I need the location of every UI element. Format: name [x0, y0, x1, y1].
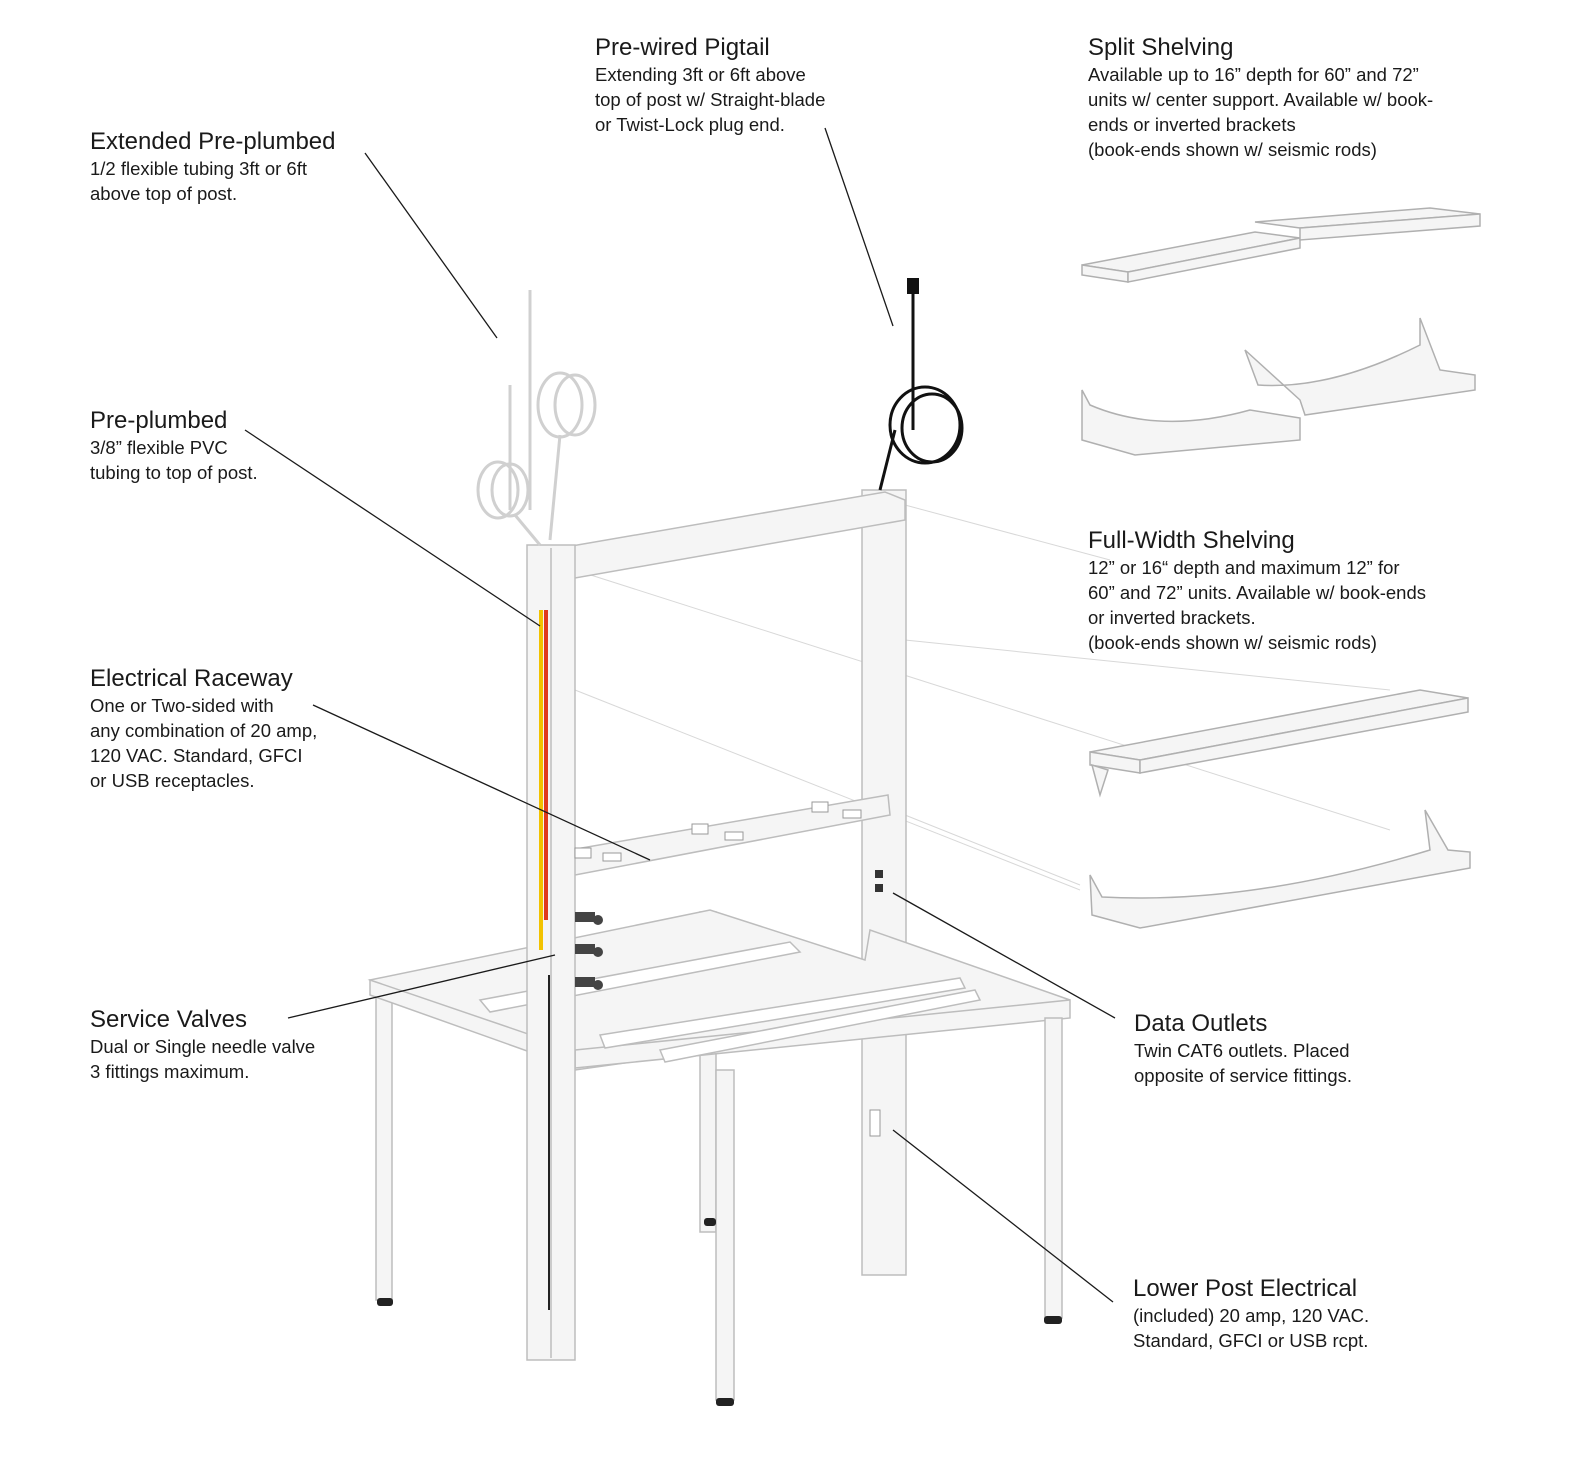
callout-full-width-shelving: Full-Width Shelving 12” or 16“ depth and… [1088, 527, 1426, 655]
callout-data-outlets: Data Outlets Twin CAT6 outlets. Placed o… [1134, 1010, 1352, 1088]
bench-frame [367, 489, 1071, 1401]
callout-split-shelving: Split Shelving Available up to 16” depth… [1088, 34, 1433, 162]
callout-prewired-pigtail: Pre-wired Pigtail Extending 3ft or 6ft a… [595, 34, 825, 137]
callout-text: 3/8” flexible PVC [90, 437, 228, 458]
callout-title: Service Valves [90, 1006, 247, 1033]
callout-title: Electrical Raceway [90, 665, 293, 692]
pigtail-plug-icon [907, 278, 919, 294]
callout-text: ends or inverted brackets [1088, 114, 1296, 135]
callout-extended-preplumbed: Extended Pre-plumbed 1/2 flexible tubing… [90, 128, 335, 206]
callout-text: 1/2 flexible tubing 3ft or 6ft [90, 158, 307, 179]
service-valves [575, 912, 603, 990]
split-shelf-bookend [1081, 317, 1476, 456]
callout-title: Data Outlets [1134, 1010, 1268, 1037]
callout-lower-post-electrical: Lower Post Electrical (included) 20 amp,… [1133, 1275, 1369, 1353]
callout-text: Dual or Single needle valve [90, 1036, 316, 1057]
leader-lines [244, 127, 1116, 1303]
callout-text: Standard, GFCI or USB rcpt. [1133, 1330, 1369, 1351]
lower-post-receptacle [869, 1109, 881, 1137]
callout-text: (book-ends shown w/ seismic rods) [1088, 139, 1377, 160]
full-width-shelf-top [1089, 689, 1469, 798]
callout-text: tubing to top of post. [90, 462, 258, 483]
shelf-guide-lines [574, 504, 1391, 891]
leg-feet [377, 1218, 1062, 1406]
full-width-shelf-bookend [1089, 809, 1471, 929]
callout-text: Available up to 16” depth for 60” and 72… [1088, 64, 1419, 85]
callout-title: Pre-plumbed [90, 407, 228, 434]
callout-text: or USB receptacles. [90, 770, 255, 791]
callout-text: or inverted brackets. [1088, 607, 1256, 628]
callout-title: Pre-wired Pigtail [595, 34, 770, 61]
callout-text: One or Two-sided with [90, 695, 274, 716]
callout-text: or Twist-Lock plug end. [595, 114, 785, 135]
callout-text: Twin CAT6 outlets. Placed [1134, 1040, 1350, 1061]
callout-text: 3 fittings maximum. [90, 1061, 250, 1082]
tubing-inside-post [539, 610, 550, 1310]
pigtail-cord [878, 292, 964, 491]
callout-text: 12” or 16“ depth and maximum 12” for [1088, 557, 1400, 578]
callout-text: 60” and 72” units. Available w/ book-end… [1088, 582, 1427, 603]
callout-text: units w/ center support. Available w/ bo… [1088, 89, 1434, 110]
callout-electrical-raceway: Electrical Raceway One or Two-sided with… [90, 665, 317, 793]
callout-text: Extending 3ft or 6ft above [595, 64, 806, 85]
raceway-receptacles [574, 801, 862, 862]
callout-text: (book-ends shown w/ seismic rods) [1088, 632, 1377, 653]
callout-title: Lower Post Electrical [1133, 1275, 1358, 1302]
callout-text: above top of post. [90, 183, 238, 204]
pre-plumbed-tubing-coils [476, 290, 597, 546]
callout-text: opposite of service fittings. [1134, 1065, 1352, 1086]
callout-title: Extended Pre-plumbed [90, 128, 336, 155]
callout-title: Full-Width Shelving [1088, 527, 1295, 554]
callout-text: 120 VAC. Standard, GFCI [90, 745, 303, 766]
split-shelf-top [1081, 207, 1481, 283]
callout-text: any combination of 20 amp, [90, 720, 318, 741]
callout-preplumbed: Pre-plumbed 3/8” flexible PVC tubing to … [90, 407, 258, 485]
callout-text: (included) 20 amp, 120 VAC. [1133, 1305, 1370, 1326]
callout-service-valves: Service Valves Dual or Single needle val… [90, 1006, 315, 1084]
callout-title: Split Shelving [1088, 34, 1234, 61]
callout-text: top of post w/ Straight-blade [595, 89, 826, 110]
data-outlets [875, 870, 883, 892]
